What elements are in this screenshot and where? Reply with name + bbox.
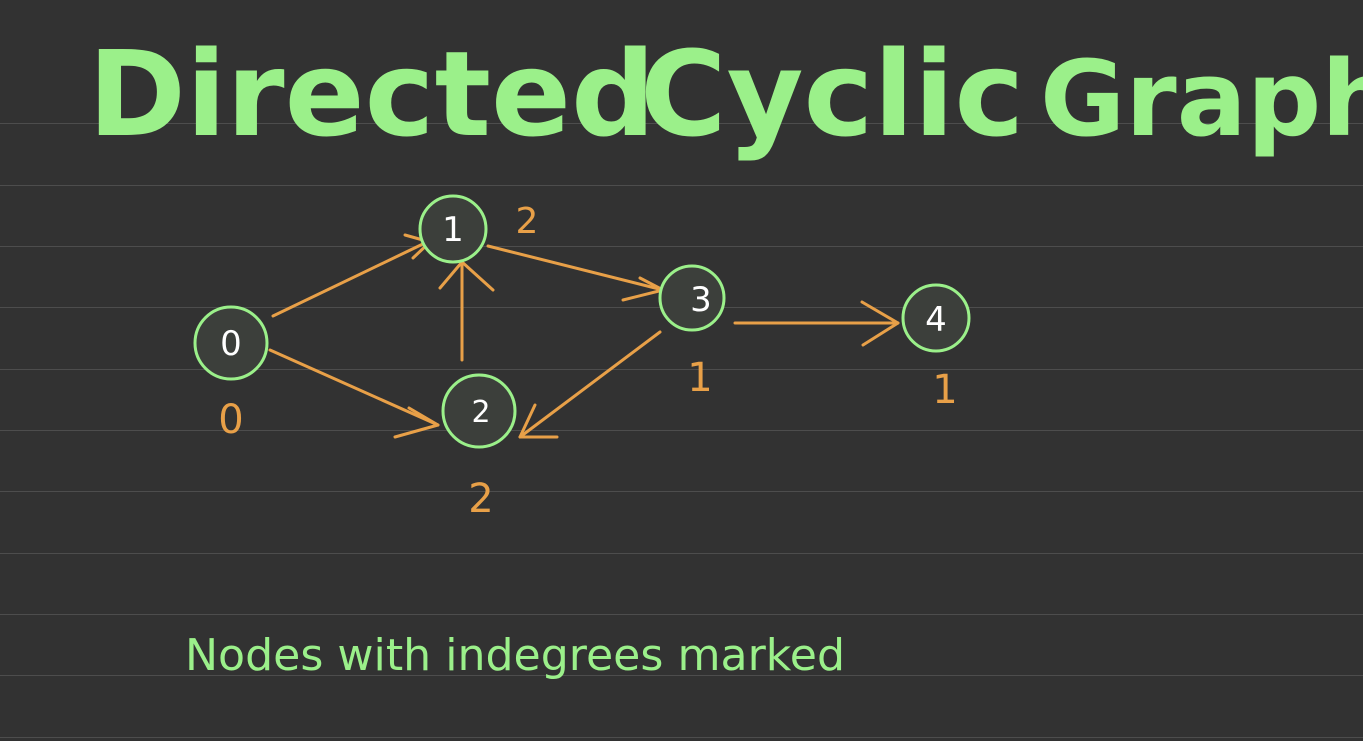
indegree-label-2: 2 [468,476,493,522]
indegree-label-4: 1 [932,367,957,413]
edge-3-2 [518,330,662,439]
node-label-0: 0 [220,324,242,364]
node-label-3: 3 [690,280,712,320]
graph-node-4: 4 [901,283,971,353]
node-label-1: 1 [442,210,464,250]
caption: Nodes with indegrees marked [185,630,845,681]
ruled-line [0,491,1363,492]
ruled-line [0,675,1363,676]
title-word-cyclic: Cyclic [640,25,1024,163]
nodes: 0 1 2 3 4 [193,194,971,449]
title-word-directed: Directed [88,25,655,163]
edge-2-1 [438,260,495,362]
edge-0-2 [268,348,440,439]
edge-0-1 [271,233,432,318]
indegree-label-0: 0 [218,397,243,443]
indegree-labels: 0 2 2 1 1 [218,201,957,522]
ruled-line [0,430,1363,431]
ruled-line [0,553,1363,554]
graph-node-1: 1 [418,194,488,264]
ruled-line [0,369,1363,370]
edge-1-3 [486,244,665,302]
edge-3-4 [733,300,900,347]
ruled-line [0,737,1363,738]
graph-node-0: 0 [193,305,269,381]
node-label-2: 2 [471,395,490,430]
title: Directed Cyclic Graph [88,25,1363,163]
indegree-label-3: 1 [687,355,712,401]
ruled-line [0,185,1363,186]
ruled-line [0,614,1363,615]
title-word-graph: Graph [1040,38,1363,160]
ruled-line [0,246,1363,247]
indegree-label-1: 2 [516,201,539,242]
edges [268,233,900,439]
graph-node-3: 3 [658,264,726,332]
ruled-line [0,123,1363,124]
node-label-4: 4 [925,300,947,340]
graph-node-2: 2 [441,373,517,449]
